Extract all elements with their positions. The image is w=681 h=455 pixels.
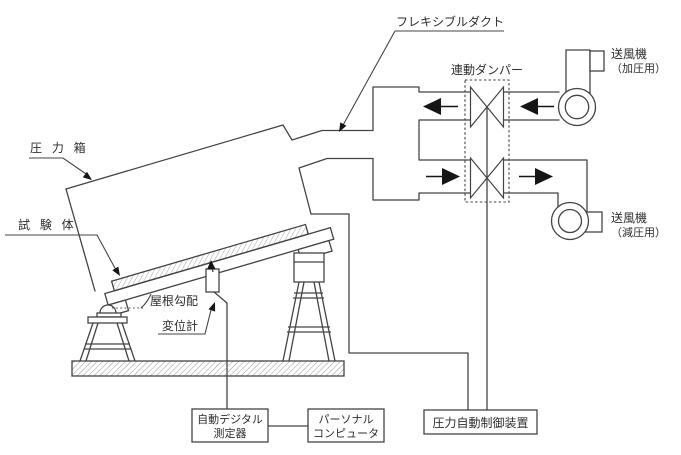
blower-pressurize-icon: [557, 49, 605, 127]
damper-dashed-box: [464, 79, 510, 203]
label-pressure-controller: 圧力自動制御装置: [432, 415, 528, 430]
duct-to-blowers: [502, 91, 588, 212]
displacement-sensor: [205, 260, 220, 293]
gauge-signal-line: [213, 291, 228, 410]
leader-flexible-duct: [341, 30, 504, 128]
trestle-right: [282, 252, 336, 362]
flow-arrows-depressurize: [426, 168, 553, 185]
label-digital-meter-1: 自動デジタル: [197, 412, 263, 426]
pressure-controller-box: [423, 409, 538, 435]
leader-arrowheads: [82, 122, 347, 312]
label-blower-pressurize-1: 送風機: [611, 46, 647, 61]
digital-meter-box: [191, 408, 269, 443]
trestle-left: [79, 322, 136, 362]
leader-specimen: [5, 234, 117, 271]
label-linked-damper: 連動ダンパー: [451, 62, 523, 77]
pressure-tap-line: [310, 213, 469, 411]
pivot-support-left: [87, 304, 128, 324]
personal-computer-box: [307, 408, 385, 443]
base-plate: [71, 360, 345, 377]
damper-valve-upper: [469, 85, 505, 129]
label-roof-slope: 屋根勾配: [150, 294, 198, 308]
label-blower-depressurize-1: 送風機: [611, 210, 647, 225]
label-digital-meter-2: 測定器: [214, 426, 247, 440]
label-blower-depressurize-2: （減圧用）: [611, 225, 666, 239]
damper-valve-lower: [469, 156, 505, 200]
leader-displacement-gauge: [158, 305, 213, 335]
blower-depressurize-icon: [550, 201, 603, 241]
label-blower-pressurize-2: （加圧用）: [611, 62, 666, 75]
leader-pressure-box: [29, 157, 90, 177]
label-displacement-gauge: 変位計: [162, 318, 198, 333]
label-personal-computer-2: コンピュータ: [313, 427, 379, 440]
label-pressure-box: 圧 力 箱: [30, 140, 89, 155]
label-specimen: 試 験 体: [18, 217, 77, 232]
pressure-box-and-duct-outline: [65, 86, 472, 292]
flow-arrows-pressurize: [423, 98, 554, 115]
roof-slope-angle-tick: [140, 293, 152, 309]
label-personal-computer-1: パーソナル: [319, 413, 374, 426]
label-flexible-duct: フレキシブルダクト: [396, 14, 504, 29]
